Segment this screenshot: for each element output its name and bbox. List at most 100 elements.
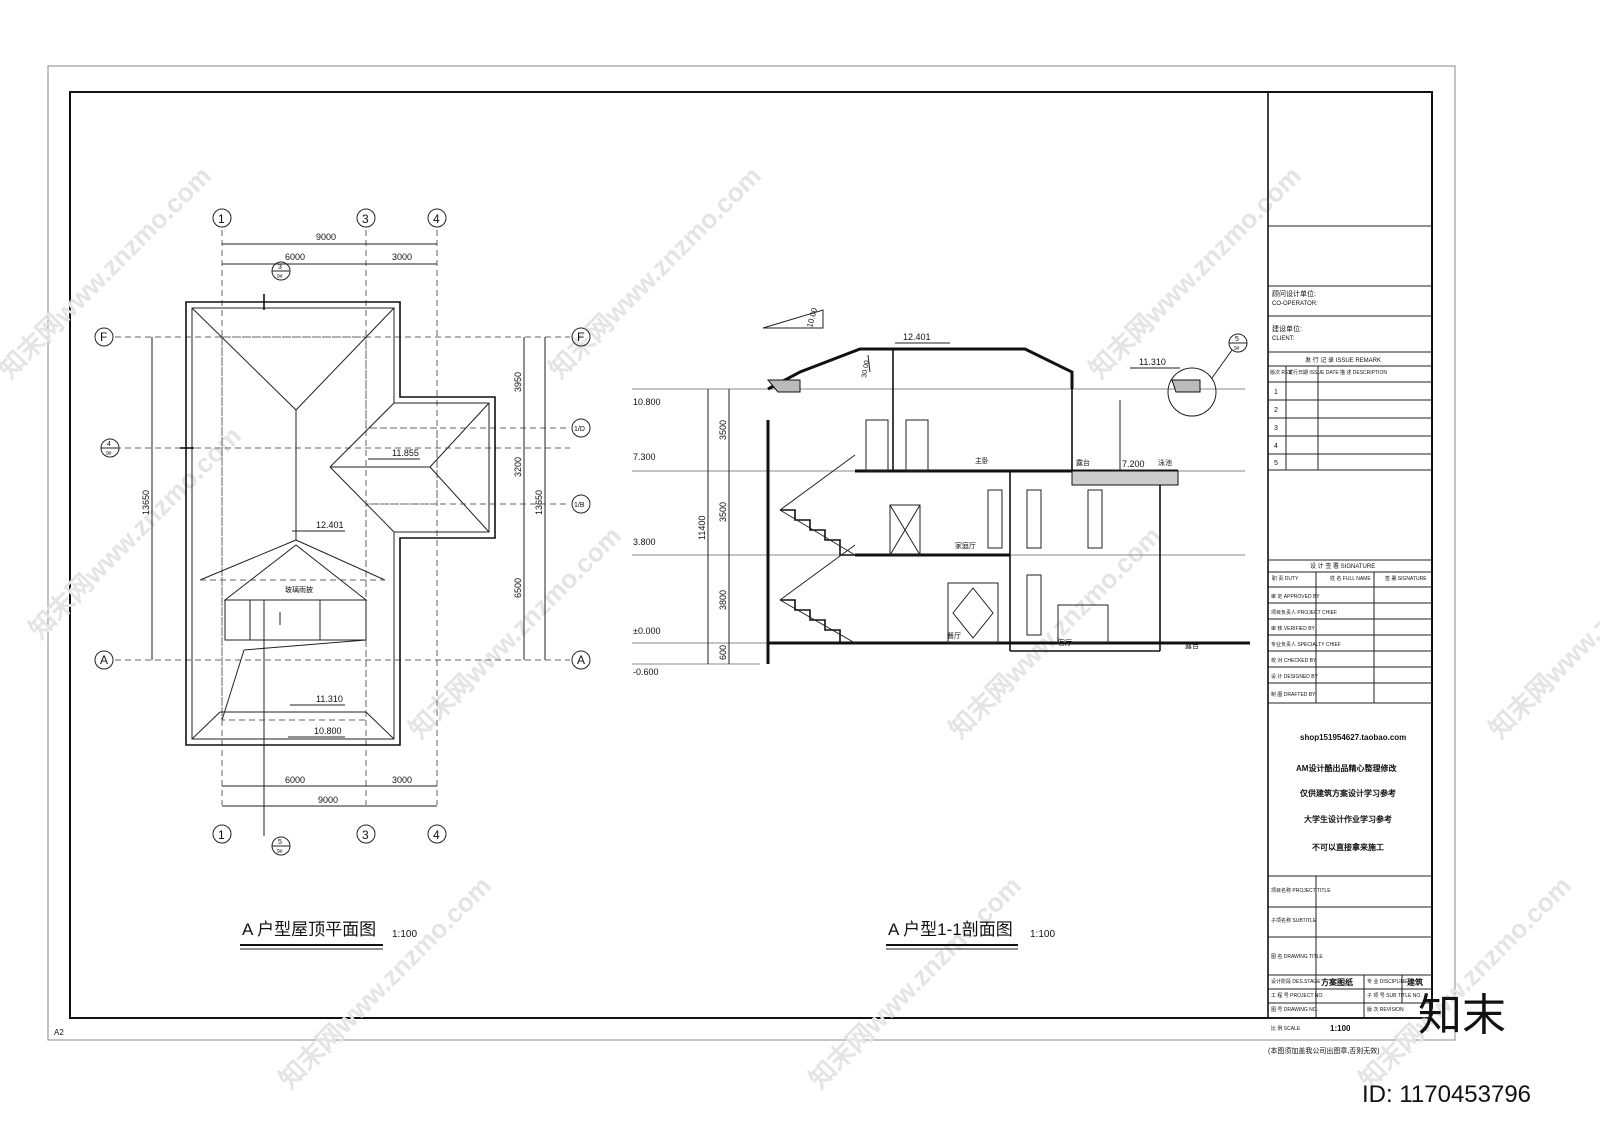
discipline-value: 建筑 <box>1406 977 1423 987</box>
axis-bubble: F <box>571 327 591 347</box>
svg-text:A: A <box>577 653 585 667</box>
sub-title-no-label: 子 项 号 SUB TITLE NO. <box>1367 992 1422 999</box>
section-mark: 3 9# <box>263 261 291 310</box>
section-dim: 3500 <box>718 420 728 440</box>
watermark-text: 知末网www.znzmo.com <box>23 420 247 644</box>
issue-header: 发 行 记 录 ISSUE REMARK <box>1305 356 1381 364</box>
sign-header: 设 计 签 署 SIGNATURE <box>1310 562 1375 570</box>
section-level: 10.800 <box>633 397 661 407</box>
project-title-label: 项目名称 PROJECT TITLE <box>1271 887 1331 894</box>
roof-plan: 玻璃雨披 11.855 12.401 11.310 10.800 9000 60… <box>94 208 591 950</box>
svg-text:3: 3 <box>362 212 369 226</box>
glass-canopy-label: 玻璃雨披 <box>285 585 313 594</box>
section-mark: 5 9# <box>263 600 291 856</box>
room-label: 露台 <box>1185 641 1199 650</box>
svg-text:5: 5 <box>278 839 282 846</box>
axis-bubble: 1/B <box>571 494 591 514</box>
duty: 项目负责人 PROJECT CHIEF <box>1271 609 1337 616</box>
watermark-id: ID: 1170453796 <box>1362 1081 1531 1108</box>
watermark-text: 知末网www.znzmo.com <box>543 160 767 384</box>
plan-title: A 户型屋顶平面图 <box>242 920 376 939</box>
inner-border <box>69 91 1433 1019</box>
section-title: A 户型1-1剖面图 <box>888 920 1013 939</box>
design-stage-label: 设计阶段 DES.STAGE <box>1271 978 1321 985</box>
dim-bottom: 6000 <box>285 775 305 785</box>
section-dim: 3500 <box>718 502 728 522</box>
duty: 审 定 APPROVED BY <box>1271 593 1320 600</box>
room-label: 餐厅 <box>947 631 961 640</box>
watermark-text: 知末网www.znzmo.com <box>1483 520 1600 744</box>
dim-right: 3200 <box>513 457 523 477</box>
subtitle-label: 子项名称 SUBTITLE <box>1271 917 1317 924</box>
issue-col: 发行日期 ISSUE DATE <box>1288 369 1339 376</box>
terrace-level: 7.200 <box>1122 459 1145 469</box>
section-top-level: 12.401 <box>903 332 931 342</box>
revision-label: 版 次 REVISION <box>1367 1006 1404 1013</box>
issue-col: 描 述 DESCRIPTION <box>1340 369 1387 376</box>
svg-text:4: 4 <box>433 212 440 226</box>
drawing-no-label: 图 号 DRAWING NO. <box>1271 1007 1318 1013</box>
svg-text:3: 3 <box>278 264 282 271</box>
footnote: (本图须加盖我公司出图章,否则无效) <box>1268 1046 1380 1055</box>
svg-text:5: 5 <box>1235 336 1239 343</box>
duty: 专业负责人 SPECIALTY CHIEF <box>1271 641 1341 648</box>
duty: 制 图 DRAFTED BY <box>1271 691 1316 698</box>
stair-upper <box>779 454 856 556</box>
axis-bubble: 1/D <box>571 418 591 438</box>
note: 不可以直接拿来施工 <box>1312 842 1384 852</box>
section-level: -0.600 <box>633 667 659 677</box>
svg-text:9#: 9# <box>1234 346 1240 352</box>
issue-row: 5 <box>1274 460 1278 467</box>
slope-label: 10.00 <box>805 306 819 328</box>
client-cn: 建设单位: <box>1272 324 1302 333</box>
watermark-text: 知末网www.znzmo.com <box>0 160 217 384</box>
axis-bubble: A <box>94 650 114 670</box>
sheet-size-label: A2 <box>54 1028 64 1037</box>
svg-text:9#: 9# <box>106 451 112 457</box>
design-stage-value: 方案图纸 <box>1321 977 1353 987</box>
plan-level: 10.800 <box>314 726 342 736</box>
plan-scale: 1:100 <box>392 929 417 940</box>
dim-right: 6500 <box>513 578 523 598</box>
room-label: 露台 <box>1076 458 1090 467</box>
note: shop151954627.taobao.com <box>1300 733 1406 742</box>
axis-bubble: F <box>94 327 114 347</box>
sign-col: 姓 名 FULL NAME <box>1330 575 1371 582</box>
project-no-label: 工 程 号 PROJECT NO. <box>1271 992 1324 999</box>
sign-col: 签 署 SIGNATURE <box>1385 575 1427 582</box>
watermark-text: 知末网www.znzmo.com <box>803 870 1027 1094</box>
section-dim: 11400 <box>697 516 707 540</box>
svg-text:3: 3 <box>362 828 369 842</box>
note: 仅供建筑方案设计学习参考 <box>1299 788 1396 798</box>
section-mark: 4 9# <box>100 438 194 458</box>
watermark-text: 知末网www.znzmo.com <box>1083 160 1307 384</box>
axis-bubble: 1 <box>212 824 232 844</box>
svg-text:1: 1 <box>218 828 225 842</box>
section-eave-level: 11.310 <box>1139 357 1166 367</box>
discipline-label: 专 业 DISCIPLINE <box>1367 978 1408 985</box>
issue-row: 1 <box>1274 389 1278 396</box>
room-label: 泳池 <box>1158 458 1172 467</box>
dim-bottom: 9000 <box>318 795 338 805</box>
stair-lower <box>779 544 856 644</box>
issue-row: 3 <box>1274 425 1278 432</box>
svg-text:1/B: 1/B <box>574 502 585 509</box>
section-level: ±0.000 <box>633 626 660 636</box>
axis-bubble: 3 <box>356 208 376 228</box>
svg-text:F: F <box>577 330 584 344</box>
watermark-text: 知末网www.znzmo.com <box>273 870 497 1094</box>
sign-col: 职 责 DUTY <box>1272 575 1299 582</box>
section-dim: 600 <box>718 645 728 660</box>
roof-slope-label: 30.00 <box>861 360 871 379</box>
svg-text:4: 4 <box>107 441 111 448</box>
scale-value: 1:100 <box>1330 1024 1351 1033</box>
section-scale: 1:100 <box>1030 929 1055 940</box>
note: AM设计酷出品精心整理修改 <box>1296 763 1397 773</box>
scale-label: 比 例 SCALE <box>1271 1025 1301 1032</box>
client-en: CLIENT: <box>1272 336 1295 342</box>
plan-level: 11.855 <box>392 448 419 458</box>
duty: 校 对 CHECKED BY <box>1271 657 1317 664</box>
room-label: 家庭厅 <box>955 541 976 550</box>
svg-text:9#: 9# <box>277 849 283 855</box>
building-section: 10.00 10.800 7.300 3.800 ±0.000 -0.600 1… <box>632 306 1250 950</box>
